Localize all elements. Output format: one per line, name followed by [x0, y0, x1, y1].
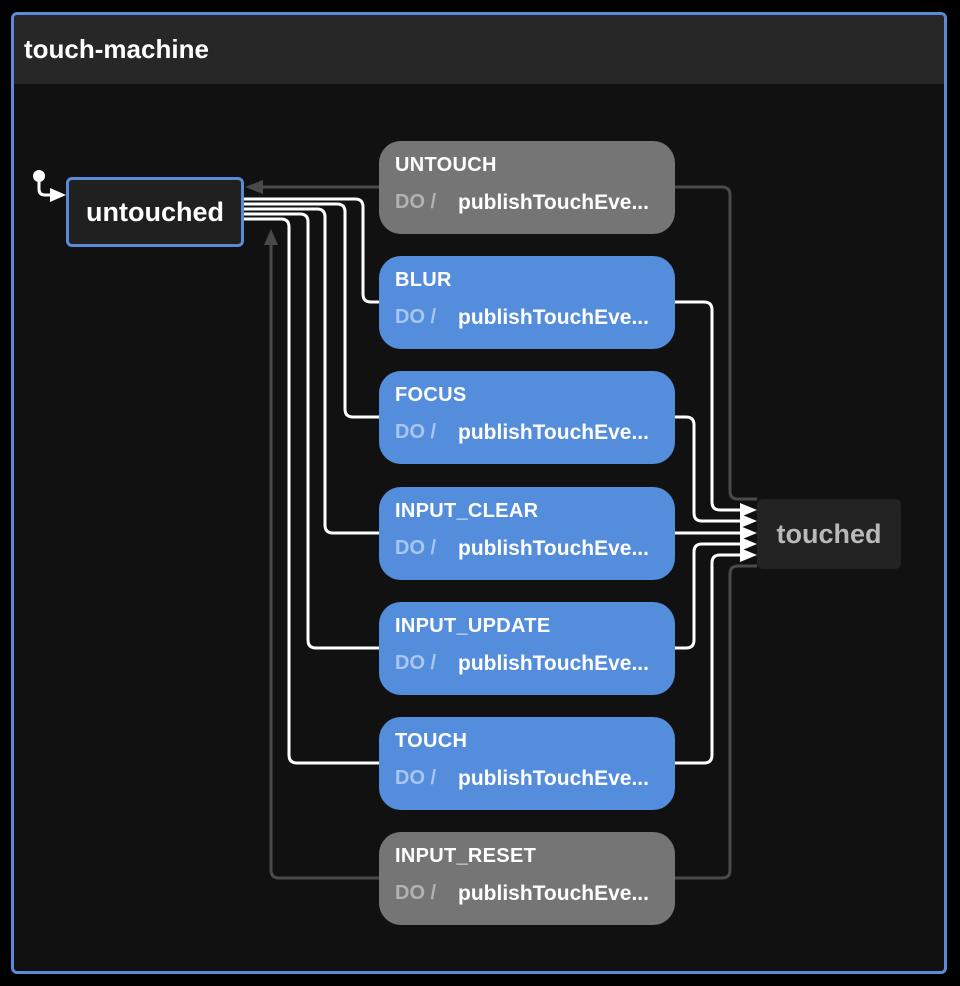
- arrowhead-touch: [740, 548, 757, 562]
- state-untouched[interactable]: untouched: [66, 177, 244, 247]
- state-touched[interactable]: touched: [757, 499, 901, 569]
- do-label: DO /: [395, 652, 437, 674]
- event-name: TOUCH: [395, 730, 468, 752]
- event-action: publishTouchEve...: [458, 767, 649, 790]
- edge-touch-out: [244, 217, 379, 765]
- event-blur[interactable]: BLUR DO / publishTouchEve...: [379, 256, 675, 349]
- event-name: INPUT_CLEAR: [395, 500, 539, 522]
- arrowhead-blur: [740, 503, 757, 517]
- edge-focus-out: [244, 202, 379, 419]
- event-input-update[interactable]: INPUT_UPDATE DO / publishTouchEve...: [379, 602, 675, 695]
- arrowhead-initial: [50, 188, 66, 202]
- edge-blur-in: [675, 300, 741, 512]
- machine-title: touch-machine: [24, 34, 209, 64]
- arrowhead-input-clear: [740, 526, 757, 540]
- edge-blur-out: [244, 197, 379, 304]
- do-label: DO /: [395, 191, 437, 213]
- event-name: UNTOUCH: [395, 154, 497, 176]
- do-label: DO /: [395, 882, 437, 904]
- arrowhead-input-update: [740, 537, 757, 551]
- state-untouched-label: untouched: [86, 196, 224, 227]
- do-label: DO /: [395, 537, 437, 559]
- event-name: INPUT_UPDATE: [395, 615, 551, 637]
- state-machine-container: touch-machine: [11, 12, 947, 974]
- state-touched-label: touched: [776, 518, 882, 549]
- event-action: publishTouchEve...: [458, 537, 649, 560]
- event-name: BLUR: [395, 269, 452, 291]
- event-input-clear[interactable]: INPUT_CLEAR DO / publishTouchEve...: [379, 487, 675, 580]
- edge-untouch-in: [675, 185, 757, 501]
- edge-input-clear-out: [244, 207, 379, 535]
- machine-header: touch-machine: [14, 15, 944, 84]
- edge-touch-in: [675, 553, 741, 765]
- edge-input-update-out: [244, 212, 379, 650]
- initial-state-dot: [33, 170, 45, 182]
- initial-transition: [37, 177, 51, 197]
- do-label: DO /: [395, 306, 437, 328]
- event-focus[interactable]: FOCUS DO / publishTouchEve...: [379, 371, 675, 464]
- edge-input-update-in: [675, 542, 741, 650]
- event-name: FOCUS: [395, 384, 467, 406]
- edge-input-reset-in: [675, 564, 757, 880]
- event-action: publishTouchEve...: [458, 421, 649, 444]
- do-label: DO /: [395, 421, 437, 443]
- do-label: DO /: [395, 767, 437, 789]
- transition-edges: [37, 177, 757, 880]
- event-action: publishTouchEve...: [458, 191, 649, 214]
- edge-focus-in: [675, 415, 741, 523]
- event-name: INPUT_RESET: [395, 845, 537, 867]
- event-action: publishTouchEve...: [458, 882, 649, 905]
- event-input-reset[interactable]: INPUT_RESET DO / publishTouchEve...: [379, 832, 675, 925]
- event-untouch[interactable]: UNTOUCH DO / publishTouchEve...: [379, 141, 675, 234]
- event-action: publishTouchEve...: [458, 306, 649, 329]
- event-touch[interactable]: TOUCH DO / publishTouchEve...: [379, 717, 675, 810]
- edge-input-reset-out: [269, 243, 379, 880]
- event-action: publishTouchEve...: [458, 652, 649, 675]
- arrowhead-focus: [740, 514, 757, 528]
